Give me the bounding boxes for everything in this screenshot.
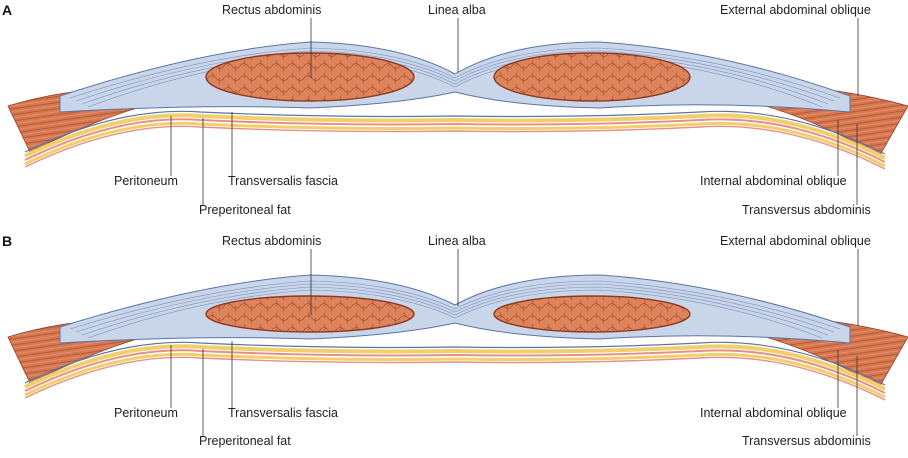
internal-oblique-label-a: Internal abdominal oblique: [700, 174, 847, 188]
sheath-lamella: [75, 283, 835, 333]
transversus-abdominis-label-b: Transversus abdominis: [742, 434, 871, 448]
external-oblique-label-b: External abdominal oblique: [720, 234, 871, 248]
linea-alba-label-a: Linea alba: [428, 3, 486, 17]
rectus-abdominis-label-a: Rectus abdominis: [222, 3, 322, 17]
transversus-abdominis-label-a: Transversus abdominis: [742, 203, 871, 217]
outer-peritoneum-line: [24, 356, 886, 401]
rectus-abdominis-right: [493, 295, 691, 333]
panel-a-drawing: [7, 41, 908, 170]
transversalis-fascia-label-b: Transversalis fascia: [228, 406, 338, 420]
rectus-abdominis-left: [205, 295, 415, 333]
sheath-lamella: [87, 289, 823, 339]
sheath-lamella: [69, 280, 841, 330]
preperitoneal-fat-layer: [24, 344, 886, 391]
rectus-abdominis-left: [205, 52, 415, 102]
rectus-abdominis-label-b: Rectus abdominis: [222, 234, 322, 248]
external-oblique-label-a: External abdominal oblique: [720, 3, 871, 17]
preperitoneal-fat-label-b: Preperitoneal fat: [199, 434, 291, 448]
peritoneum-label-b: Peritoneum: [114, 406, 178, 420]
outer-fat-band: [24, 121, 886, 168]
panel-b-drawing: [7, 274, 908, 401]
transversalis-fascia-layer: [24, 341, 886, 386]
transversalis-fascia-layer: [24, 110, 886, 155]
internal-oblique-label-b: Internal abdominal oblique: [700, 406, 847, 420]
peritoneum-label-a: Peritoneum: [114, 174, 178, 188]
outer-fat-band: [24, 352, 886, 399]
panel-a-letter: A: [2, 2, 13, 18]
preperitoneal-fat-layer: [24, 113, 886, 160]
sheath-lamella: [75, 50, 835, 102]
sheath-lamella: [69, 47, 841, 99]
peritoneum-layer: [24, 349, 886, 394]
outer-peritoneum-line: [24, 125, 886, 170]
peritoneum-layer: [24, 118, 886, 163]
preperitoneal-fat-label-a: Preperitoneal fat: [199, 203, 291, 217]
transversalis-fascia-label-a: Transversalis fascia: [228, 174, 338, 188]
linea-alba-label-b: Linea alba: [428, 234, 486, 248]
panel-b-letter: B: [2, 233, 13, 249]
sheath-lamella: [81, 286, 829, 336]
rectus-abdominis-right: [493, 52, 691, 102]
